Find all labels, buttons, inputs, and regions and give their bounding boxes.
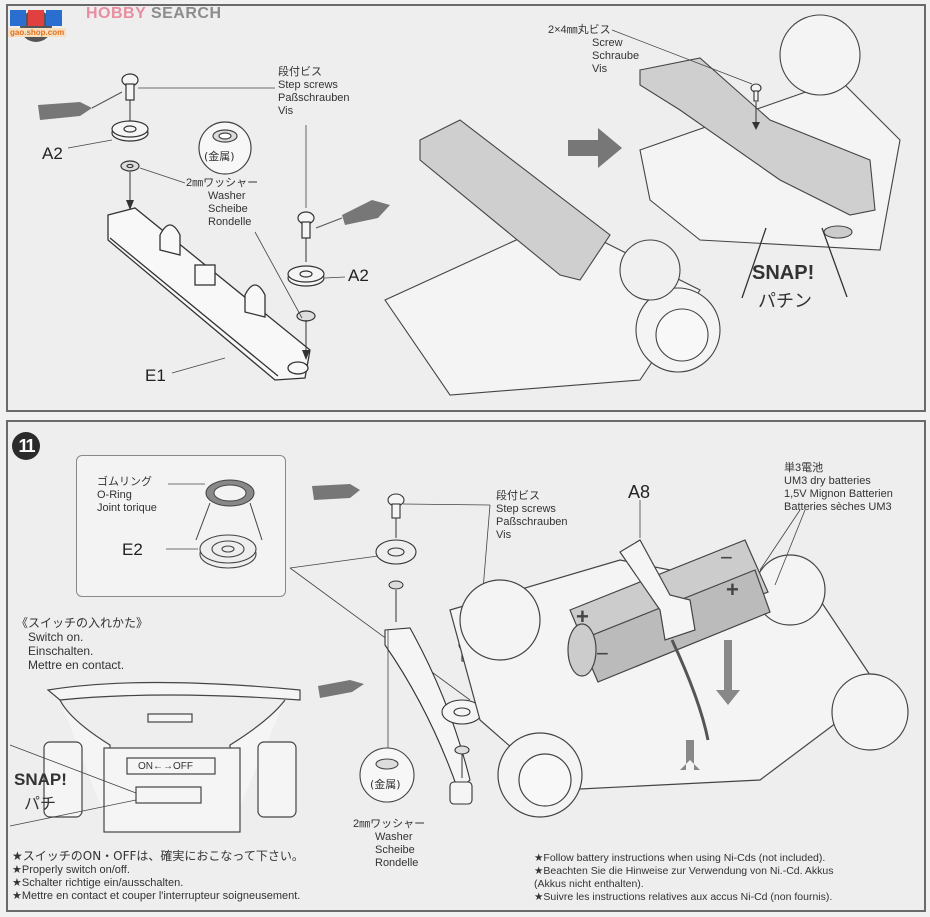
arm-part [384, 627, 473, 805]
switch-heading: 《スイッチの入れかた》 Switch on. Einschalten. Mett… [16, 616, 148, 672]
switch-heading-de: Einschalten. [28, 644, 94, 658]
chassis-view-right [639, 14, 901, 251]
switch-on-off-label: ON←→OFF [138, 761, 193, 772]
batteries-jp: 単3電池 [784, 462, 824, 474]
snap-jp-label-11: パチ [24, 794, 57, 813]
chassis-view-left [384, 119, 721, 396]
screw-2x4-en: Screw [592, 37, 623, 49]
screw-2x4 [750, 83, 762, 102]
battery-notes: ★Follow battery instructions when using … [534, 852, 834, 904]
switch-note-en: ★Properly switch on/off. [12, 864, 130, 876]
step-screws-fr-11: Vis [496, 529, 512, 541]
switch-note-de: ★Schalter richtige ein/ausschalten. [12, 877, 184, 889]
a2-spacer-left [111, 120, 149, 142]
battery-note-en: ★Follow battery instructions when using … [534, 852, 826, 864]
step-screws-fr: Vis [278, 105, 294, 117]
switch-diagram [43, 681, 301, 833]
grease-tube-right [342, 200, 390, 225]
a8-strap [619, 539, 710, 741]
battery-note-fr: ★Suivre les instructions relatives aux a… [534, 891, 833, 903]
svg-text:+: + [726, 577, 739, 602]
washer-de: Scheibe [208, 203, 248, 215]
oring-icon [205, 479, 255, 507]
oring-jp: ゴムリング [97, 476, 152, 488]
metal-washer-callout [198, 121, 252, 175]
metal-washer-callout-11 [359, 747, 415, 803]
washer-left [120, 160, 140, 172]
direction-arrow-icon [568, 128, 622, 168]
switch-heading-fr: Mettre en contact. [28, 658, 125, 672]
screw-2x4-jp: 2×4㎜丸ビス [548, 24, 611, 36]
car-chassis-11 [449, 554, 909, 818]
washer-de-11: Scheibe [375, 844, 415, 856]
step-number-badge: 11 [12, 432, 40, 460]
batteries-de: 1,5V Mignon Batterien [784, 488, 893, 500]
washer-jp-11: 2㎜ワッシャー [353, 818, 426, 830]
step-screws-de-11: Paßschrauben [496, 516, 568, 528]
part-e1: E1 [145, 366, 166, 385]
part-a2-right: A2 [348, 266, 369, 285]
batteries-fr: Batteries sèches UM3 [784, 501, 892, 513]
washer-label-11: 2㎜ワッシャー Washer Scheibe Rondelle [353, 818, 425, 870]
switch-note-fr: ★Mettre en contact et couper l'interrupt… [12, 890, 301, 902]
wheel-hub-11 [375, 539, 417, 565]
step-screws-jp: 段付ビス [278, 66, 322, 78]
svg-text:+: + [576, 604, 589, 629]
step-screw-top-11 [387, 493, 405, 519]
switch-notes: ★スイッチのON・OFFは、確実におこなって下さい。 ★Properly swi… [12, 848, 304, 903]
e1-part [107, 207, 311, 381]
step-screw-left [121, 73, 139, 101]
washer-en-11: Washer [375, 831, 413, 843]
battery-note-de: ★Beachten Sie die Hinweise zur Verwendun… [534, 865, 834, 877]
washer-label-10: 2㎜ワッシャー Washer Scheibe Rondelle [186, 177, 258, 229]
grease-tube-11a [312, 484, 360, 500]
batteries-label: 単3電池 UM3 dry batteries 1,5V Mignon Batte… [784, 462, 893, 514]
grease-tube-left [38, 102, 92, 120]
screw-2x4-label: 2×4㎜丸ビス Screw Schraube Vis [548, 24, 639, 76]
metal-label-10: (金属) [204, 150, 235, 163]
svg-text:−: − [720, 545, 733, 570]
part-e2: E2 [122, 540, 143, 559]
a2-spacer-right [287, 265, 325, 287]
oring-fr: Joint torique [97, 502, 157, 514]
step-screws-en: Step screws [278, 79, 338, 91]
oring-en: O-Ring [97, 489, 132, 501]
battery-note-de-cont: (Akkus nicht enthalten). [534, 878, 644, 890]
oring-inset [76, 455, 286, 597]
screw-2x4-fr: Vis [592, 63, 608, 75]
snap-label-10: SNAP! [752, 262, 815, 284]
step-screws-label-10: 段付ビス Step screws Paßschrauben Vis [278, 66, 350, 118]
switch-heading-jp: 《スイッチの入れかた》 [16, 616, 149, 630]
batteries-en: UM3 dry batteries [784, 475, 871, 487]
snap-jp-label-10: パチン [758, 291, 812, 312]
oring-label: ゴムリング O-Ring Joint torique [97, 476, 157, 515]
step-screws-jp-11: 段付ビス [496, 490, 540, 502]
part-a8: A8 [628, 482, 651, 502]
step-screws-de: Paßschrauben [278, 92, 350, 104]
watermark-brand: HOBBY SEARCH [86, 5, 222, 22]
switch-note-jp: ★スイッチのON・OFFは、確実におこなって下さい。 [12, 849, 304, 863]
svg-text:−: − [596, 641, 609, 666]
washer-fr-11: Rondelle [375, 857, 419, 869]
washer-fr: Rondelle [208, 216, 252, 228]
watermark-site: gao.shop.com [8, 28, 67, 37]
screw-2x4-de: Schraube [592, 50, 640, 62]
step-screws-en-11: Step screws [496, 503, 556, 515]
washer-en: Washer [208, 190, 246, 202]
step-screws-label-11: 段付ビス Step screws Paßschrauben Vis [496, 490, 568, 542]
washer-jp: 2㎜ワッシャー [186, 177, 259, 189]
part-a2-left: A2 [42, 144, 63, 163]
e2-wheel-icon [199, 534, 257, 569]
snap-label-11: SNAP! [14, 770, 67, 789]
switch-heading-en: Switch on. [28, 630, 84, 644]
metal-label-11: (金属) [370, 778, 401, 791]
grease-tube-11b [318, 680, 364, 698]
